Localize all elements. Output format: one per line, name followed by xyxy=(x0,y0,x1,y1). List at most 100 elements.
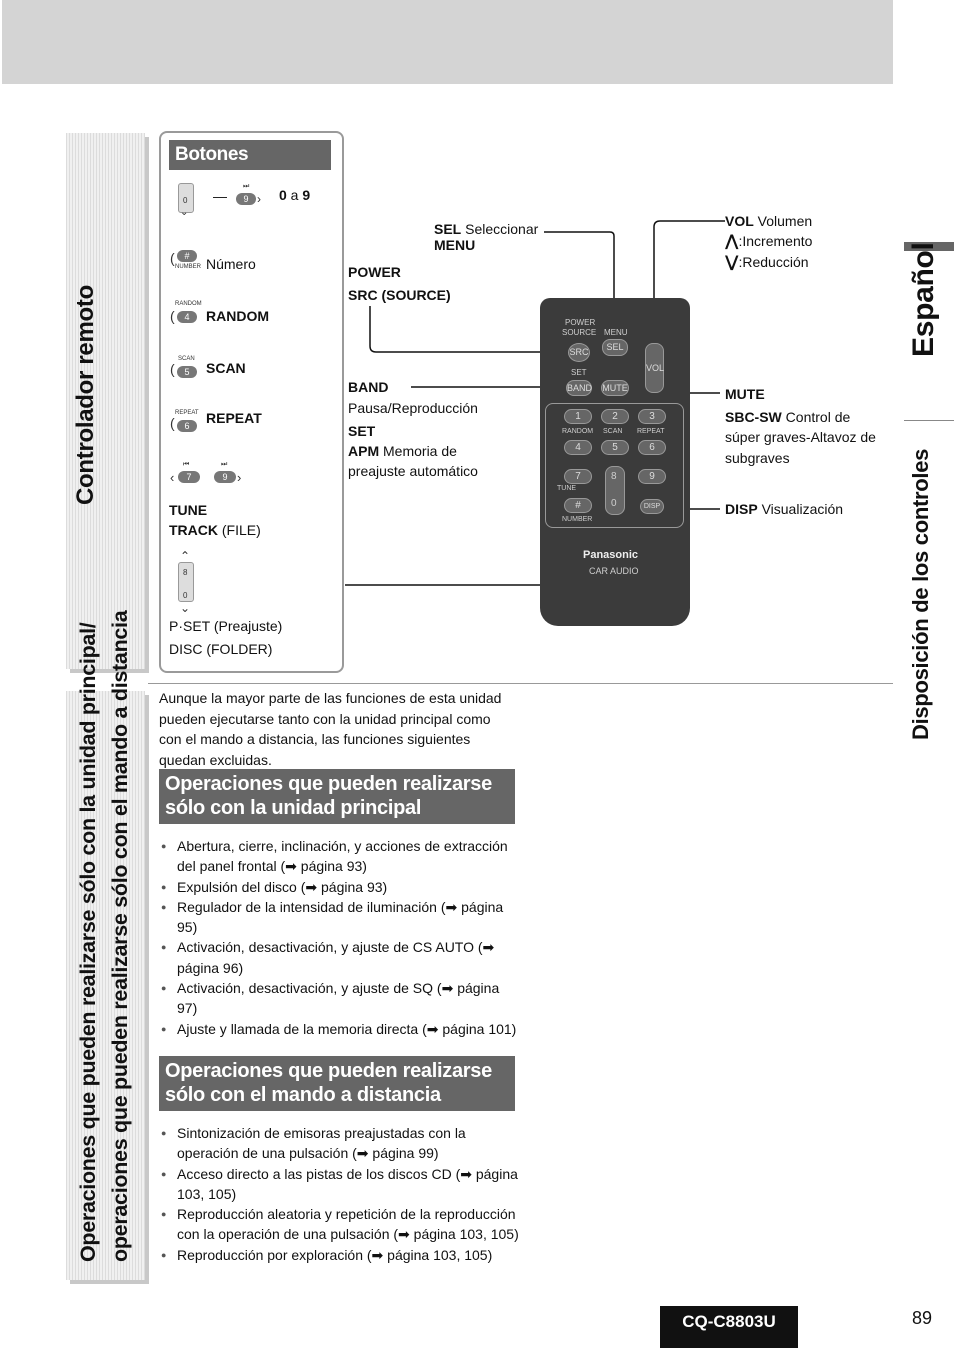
remote-vol-button[interactable]: VOL xyxy=(645,343,664,393)
vol-callout: VOL Volumen xyxy=(725,212,812,230)
remote-key-4[interactable]: 4 xyxy=(564,440,592,455)
ops-vertical-title-line1: Operaciones que pueden realizarse sólo c… xyxy=(76,622,100,1262)
tune-label: TUNE xyxy=(169,502,208,518)
key-next-glyph-icon: ⏭ xyxy=(243,183,250,190)
set-callout: SET xyxy=(348,423,376,439)
remote-key-8-0[interactable] xyxy=(605,466,625,515)
disp-label: DISP xyxy=(725,501,758,517)
src-callout: SRC (SOURCE) xyxy=(348,287,451,303)
mute-callout: MUTE xyxy=(725,386,765,402)
remote-disp-button[interactable]: DISP xyxy=(640,499,664,514)
key-nine-right-arrow-icon: › xyxy=(257,192,261,206)
remote-key-3[interactable]: 3 xyxy=(638,409,666,424)
vol-down: :Reducción xyxy=(738,254,809,270)
section2-title-line1: Operaciones que pueden realizarse xyxy=(165,1060,492,1082)
remote-scan-label: SCAN xyxy=(603,428,623,435)
remote-key-2[interactable]: 2 xyxy=(601,409,629,424)
key-next-glyph-icon-2: ⏭ xyxy=(221,461,228,468)
remote-key-1[interactable]: 1 xyxy=(564,409,592,424)
remote-key-hash[interactable]: # xyxy=(564,498,592,513)
model-badge: CQ-C8803U xyxy=(660,1306,798,1348)
key-zero-icon xyxy=(178,183,194,213)
key-up-arrow-icon: ⌃ xyxy=(180,549,191,563)
disp-callout: DISP Visualización xyxy=(725,500,843,518)
key-down-arrow-icon: ⌄ xyxy=(180,601,191,615)
remote-key-8-label: 8 xyxy=(611,471,617,482)
apm-label: APM xyxy=(348,443,380,459)
remote-repeat-label: REPEAT xyxy=(637,428,665,435)
disp-desc: Visualización xyxy=(757,501,844,517)
track-label: TRACK xyxy=(169,522,218,538)
header-bar xyxy=(2,0,893,84)
hash-left-bracket-icon: ( xyxy=(170,250,175,266)
scan-left-bracket-icon: ( xyxy=(170,361,175,377)
key-eight-label: 8 xyxy=(183,568,188,577)
remote-sel-button[interactable]: SEL xyxy=(602,339,628,356)
key-zero-label-2: 0 xyxy=(183,591,188,600)
range-dash: — xyxy=(213,188,227,204)
menu-callout: MENU xyxy=(434,237,476,253)
track-file: (FILE) xyxy=(218,522,261,538)
list-item: Activación, desactivación, y ajuste de C… xyxy=(159,937,519,978)
section2-title-line2: sólo con el mando a distancia xyxy=(165,1084,441,1106)
vol-up: :Incremento xyxy=(738,233,813,249)
section-divider xyxy=(148,683,893,684)
key-four-pill: 4 xyxy=(177,311,197,323)
chevron-down-icon: ⋁ xyxy=(725,254,739,271)
section1-title-line2: sólo con la unidad principal xyxy=(165,797,422,819)
sbc-label: SBC-SW xyxy=(725,409,782,425)
remote-key-6[interactable]: 6 xyxy=(638,440,666,455)
right-divider xyxy=(904,420,954,421)
remote-key-9[interactable]: 9 xyxy=(638,469,666,484)
callout-lines xyxy=(345,220,725,586)
section2-header: Operaciones que pueden realizarse sólo c… xyxy=(159,1056,515,1111)
sbc-desc3: subgraves xyxy=(725,450,790,466)
key-five-pill: 5 xyxy=(177,366,197,378)
sbc-desc1: Control de xyxy=(781,409,851,425)
key-scan-small-label: SCAN xyxy=(178,356,195,362)
disc-label: DISC (FOLDER) xyxy=(169,641,273,657)
key-eight-zero-icon xyxy=(178,562,194,602)
apm-desc1: Memoria de xyxy=(379,443,457,459)
sel-label: SEL xyxy=(434,221,462,237)
key-six-pill: 6 xyxy=(177,420,197,432)
remote-key-7[interactable]: 7 xyxy=(564,469,592,484)
band-callout: BAND xyxy=(348,379,389,395)
remote-src-button[interactable]: SRC xyxy=(568,343,590,362)
pset-label: P·SET (Preajuste) xyxy=(169,618,283,634)
vol-label: VOL xyxy=(725,213,754,229)
repeat-label: REPEAT xyxy=(206,410,262,426)
right-arrow-icon: › xyxy=(237,470,242,485)
remote-key-5[interactable]: 5 xyxy=(601,440,629,455)
list-item: Abertura, cierre, inclinación, y accione… xyxy=(159,836,519,877)
power-callout: POWER xyxy=(348,264,401,280)
remote-power-label: POWER xyxy=(565,318,596,327)
remote-side-panel xyxy=(66,133,145,669)
range-a: a xyxy=(286,187,303,203)
key-random-small-label: RANDOM xyxy=(175,301,202,307)
remote-key-0-label: 0 xyxy=(611,498,617,509)
list-item: Activación, desactivación, y ajuste de S… xyxy=(159,978,519,1019)
key-seven-pill: 7 xyxy=(178,471,200,483)
random-label: RANDOM xyxy=(206,308,269,324)
sbc-callout: SBC-SW Control de xyxy=(725,408,850,426)
repeat-left-bracket-icon: ( xyxy=(170,415,175,431)
band-desc: Pausa/Reproducción xyxy=(348,400,478,416)
remote-mute-button[interactable]: MUTE xyxy=(601,380,629,396)
remote-tune-label: TUNE xyxy=(557,485,577,492)
remote-source-label: SOURCE xyxy=(562,328,597,337)
left-arrow-icon: ‹ xyxy=(170,470,175,485)
numeric-buttons-box xyxy=(159,131,344,673)
sel-callout: SEL Seleccionar xyxy=(434,220,538,238)
key-hash-pill: # xyxy=(177,250,197,262)
key-nine-pill-2: 9 xyxy=(214,471,236,483)
scan-label: SCAN xyxy=(206,360,246,376)
ops-side-panel xyxy=(66,691,145,1280)
range-label: 0 a 9 xyxy=(279,186,310,204)
remote-band-button[interactable]: BAND xyxy=(566,380,592,396)
vol-desc: Volumen xyxy=(753,213,813,229)
key-zero-down-arrow-icon: ⌄ xyxy=(180,207,189,218)
key-number-label: NUMBER xyxy=(175,264,202,270)
list-item: Ajuste y llamada de la memoria directa (… xyxy=(159,1019,519,1040)
apm-callout: APM Memoria de xyxy=(348,442,457,460)
